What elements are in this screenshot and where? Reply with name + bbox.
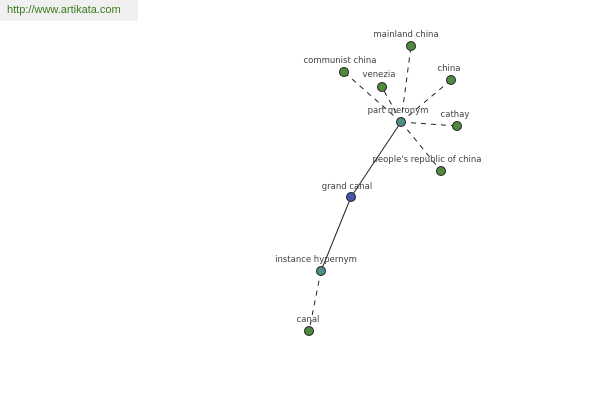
node-label-cathay: cathay (441, 110, 470, 120)
node-mainland-china[interactable] (406, 41, 416, 51)
node-label-china: china (437, 64, 460, 74)
edge-part-meronym-venezia (381, 86, 402, 123)
source-url-banner: http://www.artikata.com (0, 0, 138, 21)
edge-instance-hypernym-canal (308, 270, 322, 332)
node-label-mainland-china: mainland china (373, 30, 438, 40)
edge-part-meronym-people-s-republic-of-china (400, 121, 442, 172)
node-label-venezia: venezia (363, 70, 396, 80)
node-people-s-republic-of-china[interactable] (436, 166, 446, 176)
node-label-people-s-republic-of-china: people's republic of china (372, 155, 481, 165)
source-url-text: http://www.artikata.com (7, 4, 121, 16)
node-label-communist-china: communist china (303, 56, 376, 66)
edge-part-meronym-mainland-china (400, 45, 412, 123)
node-communist-china[interactable] (339, 67, 349, 77)
node-instance-hypernym[interactable] (316, 266, 326, 276)
edge-part-meronym-communist-china (343, 71, 402, 123)
node-canal[interactable] (304, 326, 314, 336)
node-venezia[interactable] (377, 82, 387, 92)
node-label-grand-canal: grand canal (322, 182, 372, 192)
node-china[interactable] (446, 75, 456, 85)
node-label-instance-hypernym: instance hypernym (275, 255, 357, 265)
node-label-canal: canal (297, 315, 320, 325)
edge-part-meronym-china (400, 79, 452, 123)
edge-grand-canal-part-meronym (350, 121, 402, 198)
edge-part-meronym-cathay (400, 121, 458, 127)
node-cathay[interactable] (452, 121, 462, 131)
node-label-part-meronym: part meronym (368, 106, 429, 116)
edge-grand-canal-instance-hypernym (320, 196, 352, 272)
node-part-meronym[interactable] (396, 117, 406, 127)
node-grand-canal[interactable] (346, 192, 356, 202)
